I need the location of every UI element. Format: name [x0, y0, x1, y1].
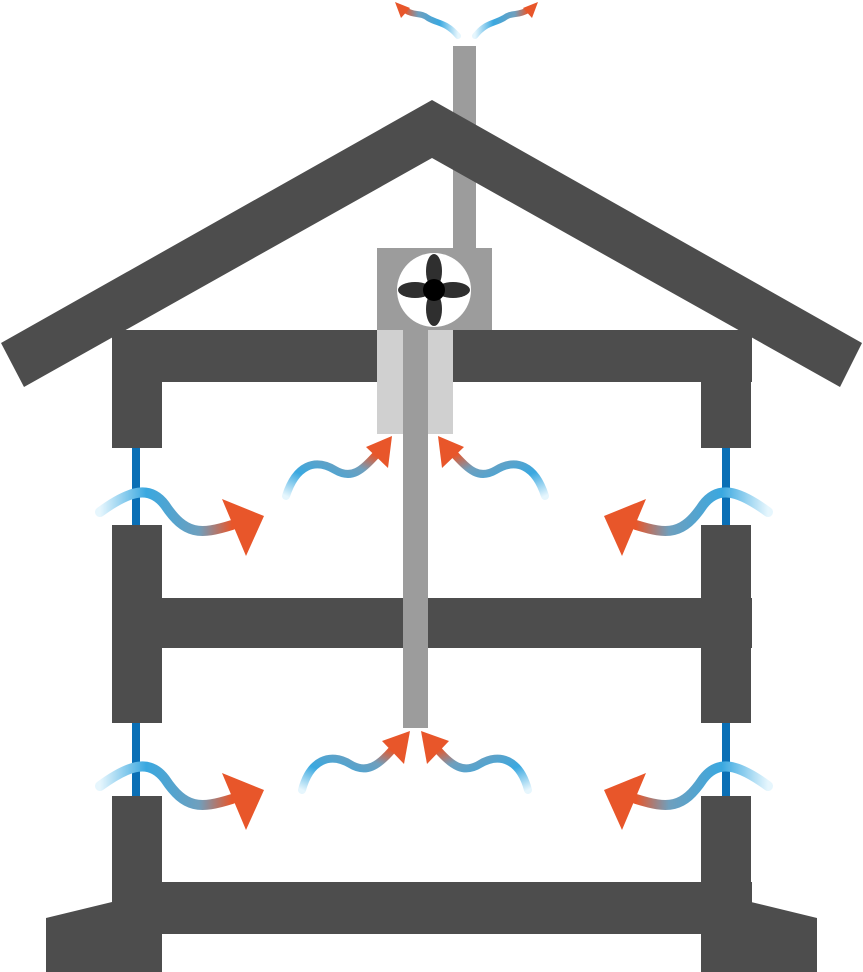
inflow-arrow-lower-left: [95, 761, 264, 830]
window-lower-right: [722, 723, 730, 796]
windows: [132, 448, 730, 796]
duct-intake-upper-right: [438, 436, 549, 500]
duct-intake-upper-left: [282, 436, 392, 500]
duct-intake-lower-left: [298, 731, 410, 794]
airflow-arrows: [95, 2, 773, 830]
left-wall-top: [112, 330, 162, 448]
window-upper-left: [132, 448, 140, 525]
fan-icon: [398, 254, 470, 326]
duct-intake-lower-right: [421, 731, 532, 794]
fan-unit: [377, 248, 492, 330]
inflow-arrow-upper-left: [95, 487, 264, 556]
inflow-arrow-upper-right: [604, 487, 773, 556]
left-footing: [46, 902, 112, 972]
roof-icon: [1, 100, 862, 387]
exhaust-arrow-right: [472, 2, 538, 39]
exhaust-arrow-left: [395, 2, 461, 39]
vertical-duct: [403, 330, 428, 728]
right-footing: [751, 902, 817, 972]
middle-floor-slab: [112, 598, 752, 648]
window-lower-left: [132, 723, 140, 796]
right-wall-top: [701, 330, 751, 448]
window-upper-right: [722, 448, 730, 525]
inflow-arrow-lower-right: [604, 761, 773, 830]
duct-system: [377, 330, 453, 728]
ground-floor-slab: [112, 882, 752, 934]
